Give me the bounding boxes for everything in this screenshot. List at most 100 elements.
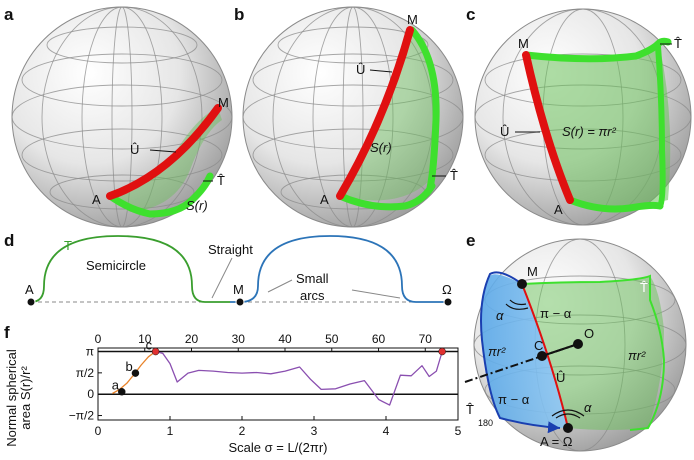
label-a-a: A: [92, 192, 101, 207]
point-a-e: [563, 423, 573, 433]
chart-xlabel: Scale σ = L/(2πr): [229, 440, 328, 455]
region-green-e: [522, 276, 664, 430]
curve-t-e: [521, 274, 666, 431]
y-tick-label: π: [86, 345, 94, 359]
angle-arc-bottom-2: [551, 409, 585, 417]
panel-e: e M T̂ α π − α O πr² C πr² Û T̂ 180: [464, 231, 687, 452]
label-c-e: C: [534, 338, 543, 353]
label-pi-minus-alpha-top: π − α: [540, 306, 572, 321]
x-tick-label-bottom: 5: [455, 424, 462, 438]
leader-u-b: [369, 69, 393, 73]
label-s-c: S(r) = πr²: [562, 124, 617, 139]
x-tick-label-bottom: 4: [383, 424, 390, 438]
panel-b: b M Û S(r) A T̂: [234, 5, 464, 228]
label-pi-minus-alpha-bottom: π − α: [498, 392, 530, 407]
angle-arc-top-1: [509, 299, 527, 306]
panel-label-a: a: [4, 5, 14, 24]
area-s-c: [526, 48, 671, 206]
data-point-label-b: b: [125, 359, 132, 374]
segment-c-o: [541, 343, 579, 357]
label-small: Small: [296, 271, 329, 286]
sphere-grid-a: [11, 6, 233, 228]
y-tick-label: 0: [87, 387, 94, 401]
panel-label-d: d: [4, 231, 14, 250]
angle-arc-top-2: [505, 303, 529, 310]
label-u-b: Û: [356, 62, 365, 77]
data-point-2: [151, 347, 160, 356]
panel-c: c M T̂ Û S(r) = πr² A: [466, 5, 692, 226]
label-m-b: M: [407, 12, 418, 27]
curve-u-b: [336, 26, 414, 200]
label-m-a: M: [218, 95, 229, 110]
curve-u-e: [521, 283, 569, 429]
panel-label-e: e: [466, 231, 475, 250]
leader-small-arcs-2: [351, 289, 401, 299]
curve-t-b: [408, 26, 440, 192]
label-s-b: S(r): [370, 140, 392, 155]
panel-label-f: f: [4, 323, 10, 342]
x-tick-label-top: 30: [232, 332, 246, 346]
leader-small-arcs-1: [267, 279, 293, 293]
x-tick-label-top: 20: [185, 332, 199, 346]
label-t-e: T̂: [640, 280, 648, 295]
region-blue-e: [481, 274, 568, 428]
label-t180-sub: 180: [478, 418, 493, 428]
x-tick-label-bottom: 2: [239, 424, 246, 438]
curve-t-c-right: [655, 43, 666, 209]
panel-label-c: c: [466, 5, 475, 24]
label-omega-d: Ω: [442, 282, 452, 297]
point-m-d: [235, 297, 245, 307]
x-tick-label-top: 70: [419, 332, 433, 346]
data-point-1: [131, 369, 140, 377]
label-arcs: arcs: [300, 288, 325, 303]
panel-a: a M Û T̂ A S(r): [4, 5, 233, 228]
curve-t-c-bottom: [566, 196, 664, 213]
label-semicircle: Semicircle: [86, 258, 146, 273]
point-c-e: [537, 351, 547, 361]
data-point-label-a: a: [112, 378, 120, 393]
label-t180: T̂: [466, 402, 474, 417]
label-u-a: Û: [130, 142, 139, 157]
x-tick-label-bottom: 3: [311, 424, 318, 438]
label-m-e: M: [527, 264, 538, 279]
data-point-0: [118, 387, 126, 396]
label-pi-r2-left: πr²: [488, 344, 506, 359]
curve-t-c-top: [522, 37, 672, 63]
point-a-d: [26, 297, 36, 307]
label-u-e: Û: [556, 370, 565, 385]
chart-frame: [97, 347, 459, 421]
label-t-b: T̂: [450, 168, 458, 183]
x-tick-label-top: 60: [372, 332, 386, 346]
x-tick-label-bottom: 0: [95, 424, 102, 438]
label-straight: Straight: [208, 242, 253, 257]
data-point-label-c: c: [146, 338, 153, 353]
label-o-e: O: [584, 326, 594, 341]
point-omega-d: [443, 297, 453, 307]
curve-green-d: [30, 235, 230, 303]
x-tick-label-top: 50: [325, 332, 339, 346]
x-tick-label-top: 0: [95, 332, 102, 346]
point-m-e: [517, 279, 527, 289]
panel-d: d T Semicircle Straight Small arcs A M Ω: [4, 231, 453, 307]
label-alpha-top: α: [496, 308, 504, 323]
panel-label-b: b: [234, 5, 244, 24]
y-tick-label: −π/2: [69, 409, 95, 423]
x-tick-label-top: 10: [138, 332, 152, 346]
angle-arc-bottom-1: [555, 413, 581, 419]
label-u-c: Û: [500, 124, 509, 139]
label-t-d: T: [64, 238, 72, 253]
point-o-e: [573, 339, 583, 349]
leader-straight: [211, 257, 233, 299]
curve-t-b-bottom: [336, 182, 436, 211]
label-pi-r2-right: πr²: [628, 348, 646, 363]
label-a-equals-omega: A = Ω: [540, 434, 573, 449]
label-alpha-bottom: α: [584, 400, 592, 415]
leader-u-a: [149, 149, 177, 153]
label-t-a: T̂: [217, 173, 225, 188]
chart-ylabel-line1: Normal spherical: [4, 349, 19, 447]
label-t-c: T̂: [674, 36, 682, 51]
label-s-a: S(r): [186, 198, 208, 213]
x-tick-label-top: 40: [278, 332, 292, 346]
